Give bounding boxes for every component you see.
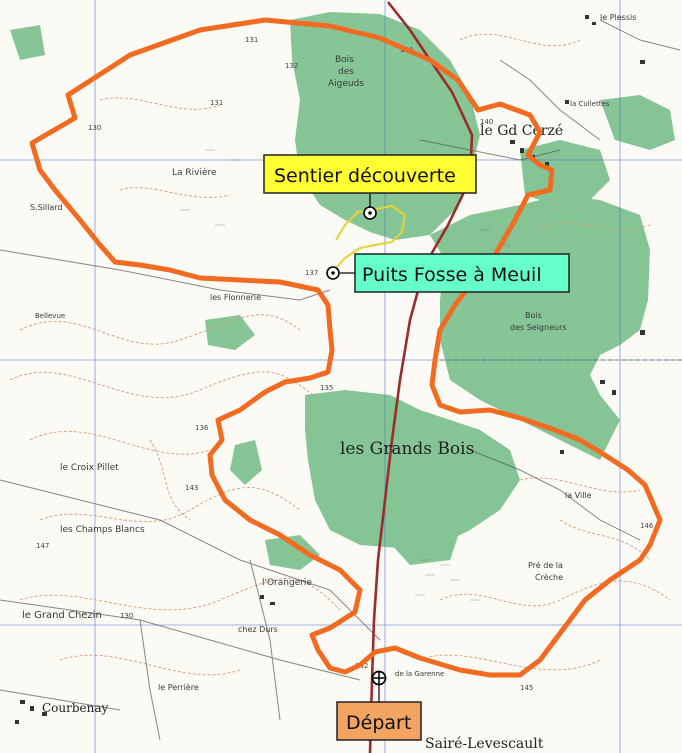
label-bois-aigeuds-1: Bois	[335, 55, 354, 65]
label-bois-aigeuds-2: des	[338, 67, 354, 77]
label-bois-seigneurs-2: des Seigneurs	[510, 323, 567, 332]
label-grand-chezin: le Grand Chezin	[22, 610, 102, 621]
label-bellevue: Bellevue	[35, 312, 65, 320]
label-bois-seigneurs-1: Bois	[525, 311, 542, 320]
hiking-route[interactable]	[29, 17, 663, 678]
label-croix-pillet: le Croix Pillet	[60, 463, 119, 473]
elevation-label: 131	[245, 36, 258, 44]
elevation-label: 147	[36, 542, 49, 550]
minor-roads	[0, 19, 682, 741]
label-la-cullettes: la Cullettes	[570, 100, 610, 108]
callout-depart[interactable]: Départ	[336, 701, 422, 741]
label-la-riviere: La Rivière	[172, 167, 217, 178]
puits-marker[interactable]	[326, 266, 340, 280]
callout-sentier[interactable]: Sentier découverte	[263, 154, 477, 194]
elevation-label: 137	[305, 269, 318, 277]
label-pre-creche-2: Crèche	[535, 572, 563, 582]
label-champs-blancs: les Champs Blancs	[60, 525, 145, 535]
elevation-label: 145	[520, 684, 533, 692]
callout-puits-text: Puits Fosse à Meuil	[362, 264, 542, 286]
callout-sentier-text: Sentier découverte	[274, 165, 456, 187]
label-courbenay: Courbenay	[42, 701, 109, 715]
label-le-grand-cerze: le Gd Cerzé	[480, 123, 563, 139]
place-names: Bois des Aigeuds La Rivière le Gd Cerzé …	[22, 13, 636, 752]
label-les-grands-bois: les Grands Bois	[340, 439, 474, 459]
label-la-garenne: de la Garenne	[395, 670, 444, 678]
label-sillard: S.Sillard	[30, 203, 63, 212]
label-la-flonnerie: les Flonnerie	[210, 293, 261, 302]
elevation-label: 135	[320, 384, 333, 392]
elevation-label: 131	[210, 99, 223, 107]
elevation-label: 140	[480, 118, 493, 126]
elevation-label: 130	[88, 124, 101, 132]
sentier-decouverte-loop[interactable]	[335, 204, 407, 269]
label-la-ville: la Ville	[565, 491, 592, 500]
label-la-perriere: le Perrière	[158, 682, 199, 692]
label-orangerie: l'Orangerie	[262, 578, 312, 588]
callout-puits[interactable]: Puits Fosse à Meuil	[354, 253, 570, 293]
label-bois-aigeuds-3: Aigeuds	[328, 79, 364, 89]
elevation-label: 136	[195, 424, 209, 432]
elevation-label: 130	[120, 612, 133, 620]
label-le-plessis: le Plessis	[600, 13, 636, 22]
label-chez-durs: chez Durs	[238, 625, 278, 634]
elevation-label: 143	[185, 484, 198, 492]
contour-lines	[9, 33, 671, 676]
label-pre-creche-1: Pré de la	[528, 560, 563, 570]
elevation-label: 146	[640, 522, 654, 530]
label-saire-levescault: Sairé-Levescault	[425, 736, 544, 752]
depart-marker[interactable]	[371, 670, 387, 686]
sentier-marker[interactable]	[363, 206, 377, 220]
elevation-label: 132	[285, 62, 298, 70]
callout-depart-text: Départ	[346, 712, 411, 734]
